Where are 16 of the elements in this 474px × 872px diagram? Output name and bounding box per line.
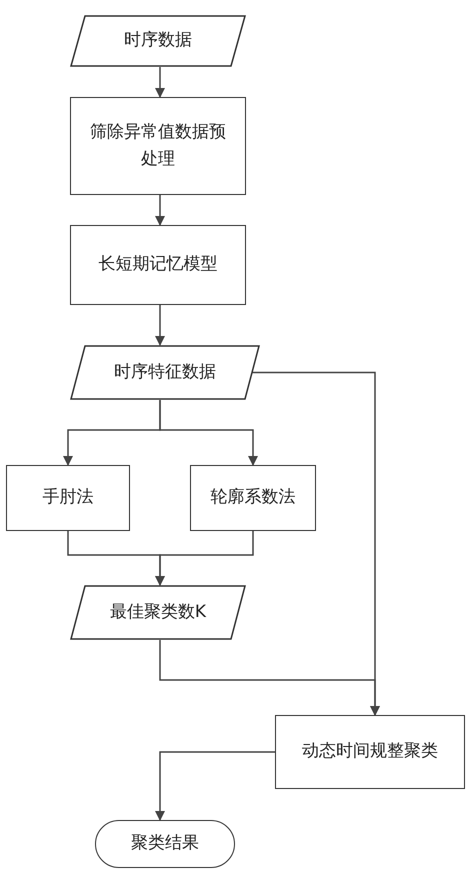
- arrow: [155, 531, 254, 586]
- arrow: [159, 400, 258, 466]
- terminal-box: 聚类结果: [95, 820, 235, 868]
- process-box: 长短期记忆模型: [70, 225, 246, 305]
- data-parallelogram: 时序数据: [70, 15, 246, 67]
- process-box: 轮廓系数法: [190, 465, 316, 531]
- process-box: 筛除异常值数据预处理: [70, 97, 246, 195]
- arrow: [155, 67, 165, 98]
- data-parallelogram: 时序特征数据: [70, 345, 260, 400]
- data-parallelogram: 最佳聚类数K: [70, 585, 246, 640]
- process-box: 动态时间规整聚类: [275, 715, 465, 789]
- arrow: [155, 195, 165, 226]
- arrow: [155, 305, 165, 346]
- arrow: [159, 640, 380, 716]
- arrow: [155, 751, 275, 821]
- process-box: 手肘法: [6, 465, 130, 531]
